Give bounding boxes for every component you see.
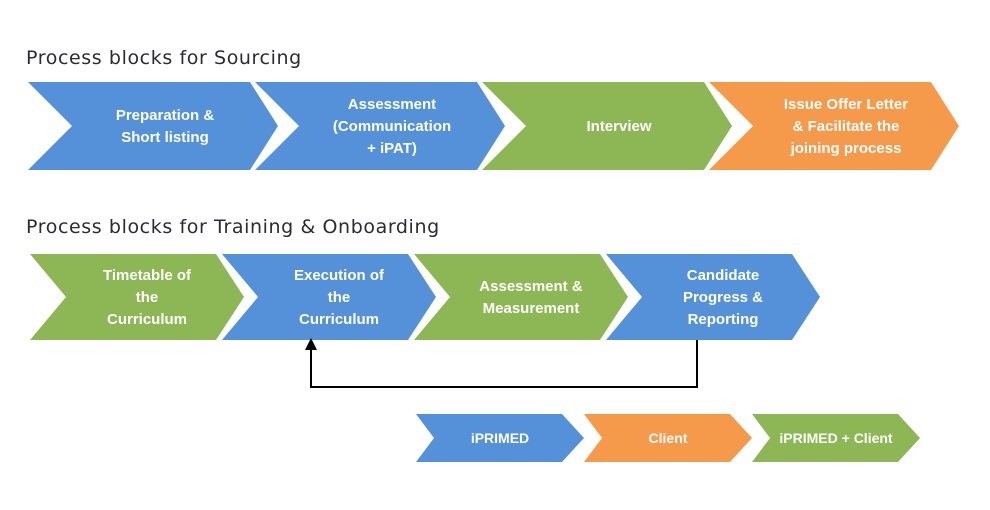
step-chevron [28, 82, 278, 170]
sourcing-process-row: Preparation & Short listing Assessment (Com… [28, 82, 959, 170]
step-label: Execution of [294, 267, 385, 284]
step-label: the [328, 289, 351, 306]
step-label: the [136, 289, 159, 306]
legend-item: iPRIMED + Client [752, 414, 920, 462]
step-label: & Facilitate the [793, 118, 900, 135]
step-label: Assessment [348, 96, 436, 113]
step-chevron [30, 254, 244, 340]
legend-label: iPRIMED + Client [779, 430, 893, 446]
step-label: Short listing [121, 129, 209, 146]
step-chevron [222, 254, 436, 340]
legend-item: iPRIMED [416, 414, 584, 462]
step-label: joining process [790, 140, 902, 157]
step-label: Interview [586, 118, 651, 135]
step-label: Preparation & [116, 107, 215, 124]
process-step: Preparation & Short listing [28, 82, 278, 170]
legend-item: Client [584, 414, 752, 462]
legend-swatch [752, 414, 920, 462]
step-label: Timetable of [103, 267, 192, 284]
process-step: Assessment (Communication + iPAT) [255, 82, 505, 170]
step-label: Candidate [687, 267, 760, 284]
feedback-loop-arrow [305, 338, 698, 388]
process-step: Interview [482, 82, 732, 170]
step-label: + iPAT) [367, 140, 417, 157]
training-heading: Process blocks for Training & Onboarding [26, 216, 440, 238]
legend-swatch [584, 414, 752, 462]
step-chevron [709, 82, 959, 170]
legend: iPRIMED Client iPRIMED + Client [416, 414, 920, 462]
step-label: (Communication [333, 118, 451, 135]
step-label: Curriculum [299, 311, 379, 328]
step-label: Curriculum [107, 311, 187, 328]
step-label: Progress & [683, 289, 763, 306]
step-chevron [482, 82, 732, 170]
step-label: Assessment & [479, 278, 583, 295]
process-step: Issue Offer Letter & Facilitate the joinin… [709, 82, 959, 170]
loop-line [310, 340, 698, 388]
step-chevron [255, 82, 505, 170]
legend-label: Client [649, 430, 688, 446]
process-step: Assessment & Measurement [414, 254, 628, 340]
step-label: Measurement [483, 300, 580, 317]
legend-swatch [416, 414, 584, 462]
step-chevron [606, 254, 820, 340]
step-chevron [414, 254, 628, 340]
sourcing-heading: Process blocks for Sourcing [26, 47, 302, 69]
loop-arrowhead [305, 338, 317, 350]
legend-label: iPRIMED [471, 430, 529, 446]
step-label: Issue Offer Letter [784, 96, 908, 113]
step-label: Reporting [688, 311, 759, 328]
